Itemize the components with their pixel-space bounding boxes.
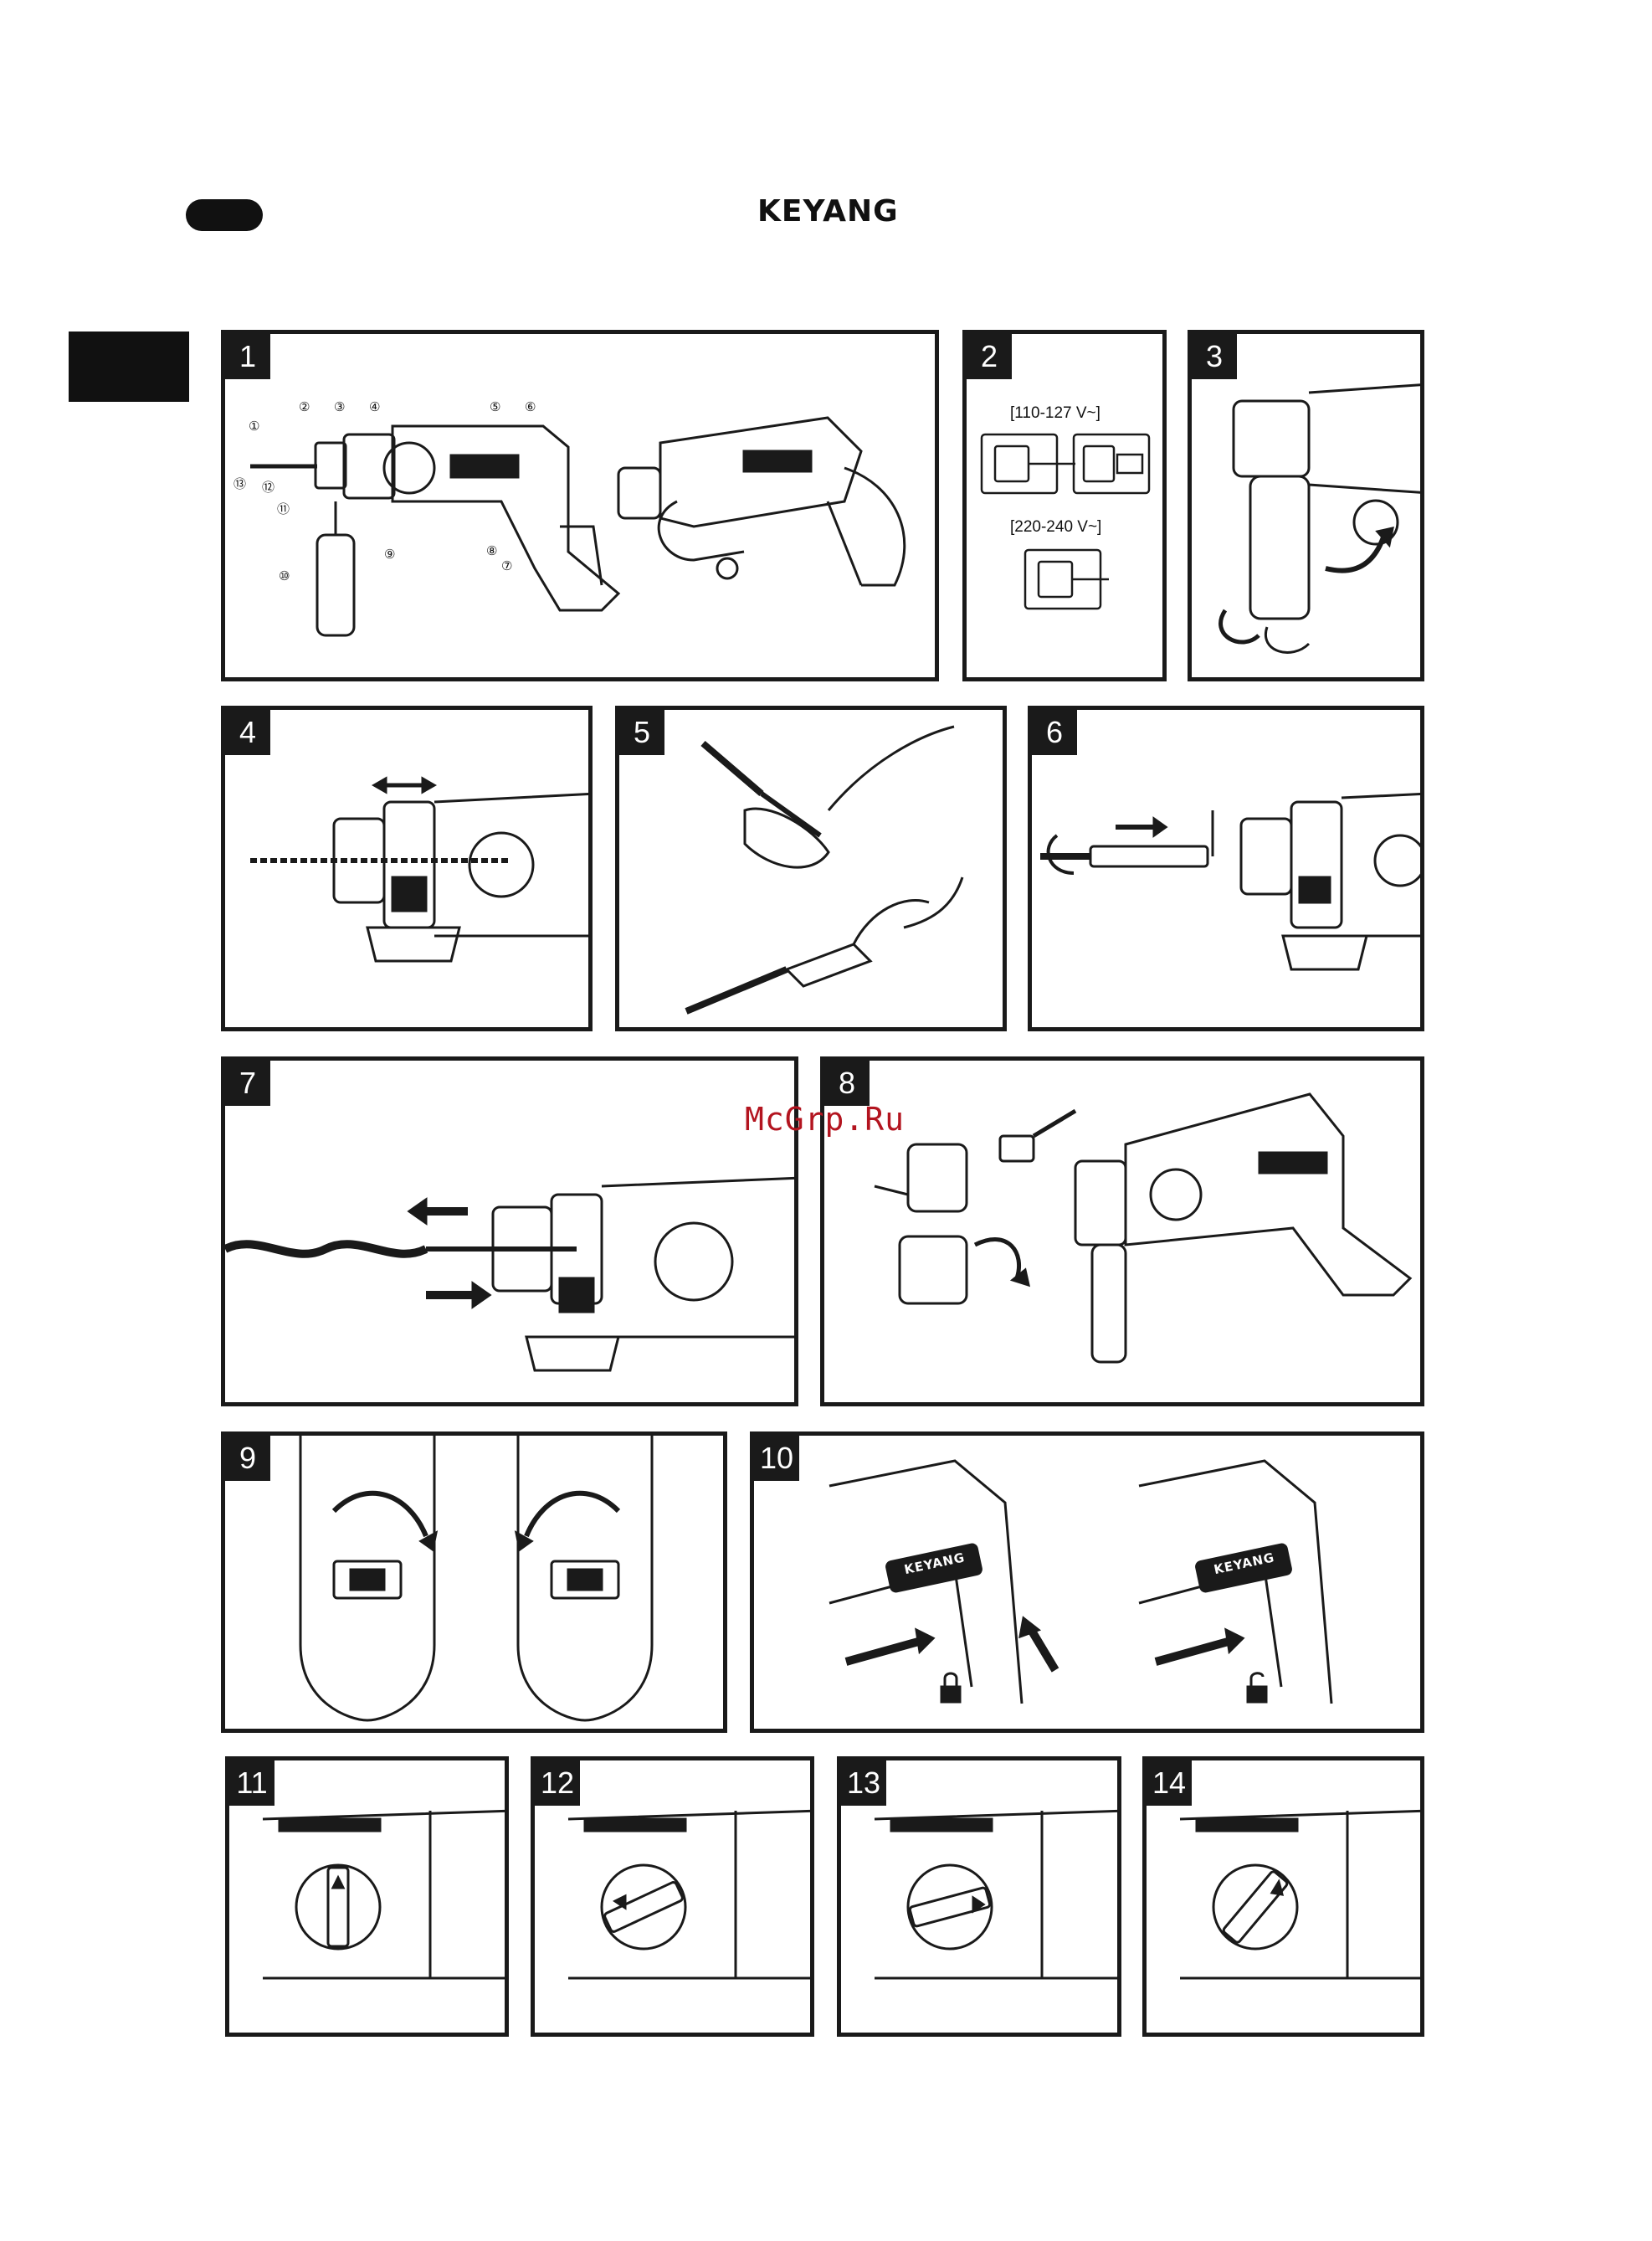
callout-6: ⑥ — [525, 399, 536, 414]
callout-10: ⑩ — [279, 568, 290, 583]
figure-5: 5 — [615, 706, 1007, 1031]
figure-14: 14 — [1142, 1756, 1424, 2037]
callout-13: ⑬ — [233, 476, 246, 491]
page-section-tab — [69, 332, 189, 402]
mode-selector-drilling-illustration — [229, 1760, 509, 2037]
power-supply-illustration: [110-127 V~] [220-240 V~] — [967, 334, 1167, 681]
brand-logo: KEYANG — [757, 194, 899, 229]
mode-selector-hammer-illustration — [841, 1760, 1121, 2037]
figure-3: 3 — [1188, 330, 1424, 681]
figure-8: 8 — [820, 1056, 1424, 1406]
callout-8: ⑧ — [486, 543, 497, 558]
callout-7: ⑦ — [501, 558, 512, 573]
bit-insert-illustration — [1032, 710, 1424, 1031]
mode-selector-chiseling-illustration — [535, 1760, 814, 2037]
figure-2: 2 [110-127 V~] [220-240 V~] — [962, 330, 1167, 681]
figure-6: 6 — [1028, 706, 1424, 1031]
language-badge — [186, 199, 263, 231]
figure-1: 1 ① ② ③ ④ ⑤ ⑥ ⑦ ⑧ ⑨ ⑩ ⑪ ⑫ ⑬ — [221, 330, 939, 681]
drill-overview-illustration: ① ② ③ ④ ⑤ ⑥ ⑦ ⑧ ⑨ ⑩ ⑪ ⑫ ⑬ — [225, 334, 939, 681]
bit-grease-illustration — [619, 710, 1007, 1031]
bit-remove-illustration — [225, 1061, 798, 1406]
callout-4: ④ — [369, 399, 380, 414]
lock-button-illustration: KEYANG KEYANG — [754, 1436, 1424, 1733]
callout-5: ⑤ — [490, 399, 500, 414]
figure-7: 7 — [221, 1056, 798, 1406]
callout-12: ⑫ — [262, 480, 274, 495]
callout-11: ⑪ — [277, 501, 290, 517]
speed-dial-illustration — [225, 1436, 727, 1733]
depth-gauge-illustration — [225, 710, 593, 1031]
chuck-adapter-illustration — [824, 1061, 1424, 1406]
callout-2: ② — [299, 399, 310, 414]
voltage-label-220: [220-240 V~] — [1010, 518, 1101, 536]
callout-1: ① — [249, 419, 259, 434]
callout-3: ③ — [334, 399, 345, 414]
figure-12: 12 — [531, 1756, 814, 2037]
side-handle-illustration — [1192, 334, 1424, 681]
figure-4: 4 — [221, 706, 593, 1031]
mode-selector-hammer-drill-illustration — [1147, 1760, 1424, 2037]
figure-9: 9 — [221, 1431, 727, 1733]
watermark: McGrp.Ru — [745, 1101, 905, 1138]
figure-10: 10 KEYANG KEYANG — [750, 1431, 1424, 1733]
callout-9: ⑨ — [384, 547, 395, 562]
figure-11: 11 — [225, 1756, 509, 2037]
figure-13: 13 — [837, 1756, 1121, 2037]
voltage-label-110: [110-127 V~] — [1010, 404, 1100, 422]
